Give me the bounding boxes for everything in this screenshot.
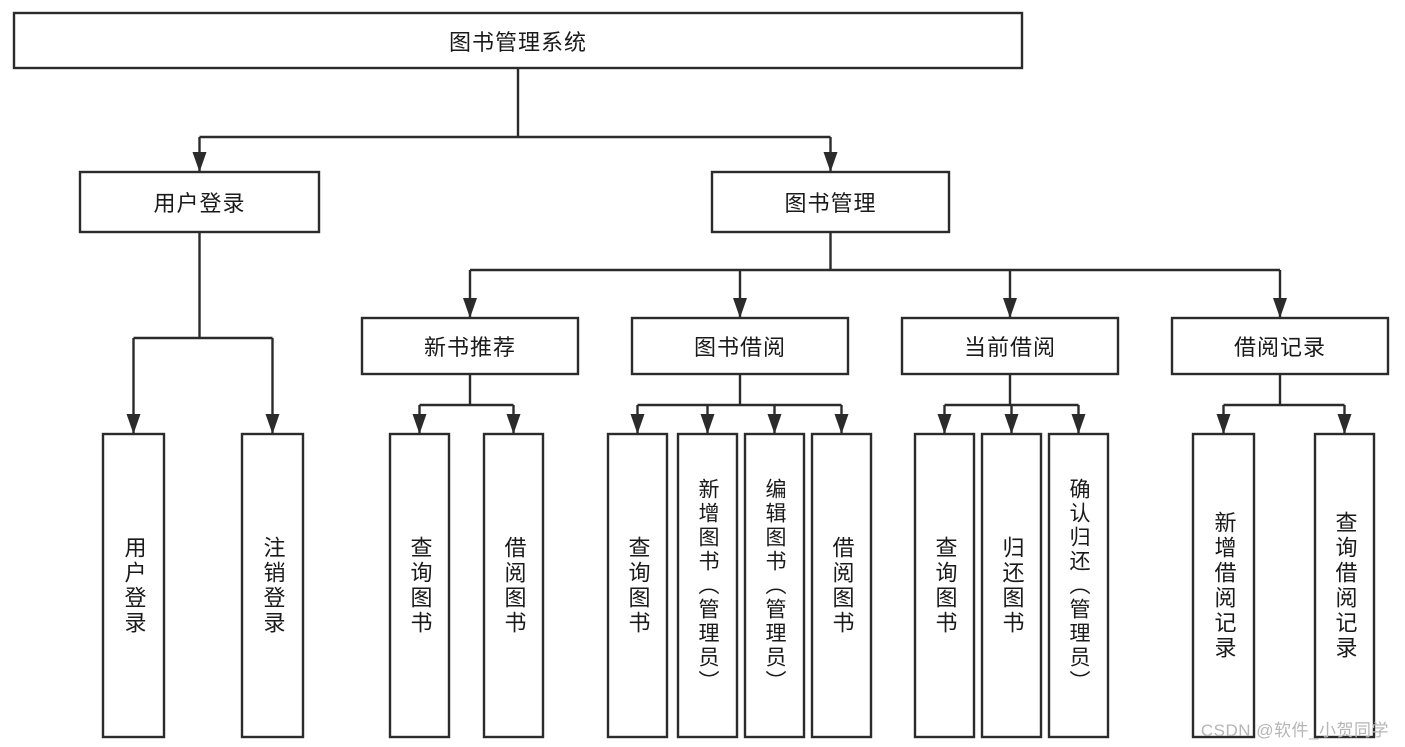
arrow-head-icon [767, 414, 782, 434]
node-box-new-book-recommend[interactable] [360, 316, 580, 376]
node-box-book-borrow[interactable] [630, 316, 850, 376]
arrow-head-icon [1216, 414, 1231, 434]
node-box-query-book-1[interactable] [388, 432, 451, 739]
arrow-head-icon [834, 414, 849, 434]
arrow-head-icon [1071, 414, 1086, 434]
node-box-user-login-do[interactable] [101, 432, 166, 739]
node-box-edit-book-admin[interactable] [743, 432, 806, 739]
arrow-head-icon [1273, 298, 1287, 318]
node-box-borrow-book-1[interactable] [482, 432, 545, 739]
arrow-head-icon [412, 414, 427, 434]
arrow-head-icon [733, 298, 747, 318]
arrow-head-icon [126, 414, 141, 434]
node-box-query-borrow-record[interactable] [1313, 432, 1376, 739]
node-box-user-logout[interactable] [240, 432, 305, 739]
arrow-head-icon [1337, 414, 1352, 434]
connectors-layer [126, 68, 1352, 434]
arrow-head-icon [1003, 298, 1017, 318]
node-box-borrow-book-2[interactable] [810, 432, 873, 739]
arrow-head-icon [630, 414, 645, 434]
node-box-query-book-2[interactable] [606, 432, 669, 739]
node-box-query-book-3[interactable] [913, 432, 976, 739]
arrow-head-icon [265, 414, 280, 434]
node-box-current-borrow[interactable] [900, 316, 1120, 376]
node-box-book-management[interactable] [710, 170, 951, 234]
node-box-add-borrow-record[interactable] [1191, 432, 1256, 739]
arrow-head-icon [1004, 414, 1019, 434]
node-box-borrow-record[interactable] [1170, 316, 1390, 376]
boxes-layer [12, 11, 1390, 739]
node-box-user-login[interactable] [78, 170, 321, 234]
arrow-head-icon [506, 414, 521, 434]
arrow-head-icon [463, 298, 477, 318]
arrow-head-icon [192, 152, 207, 172]
arrow-head-icon [937, 414, 952, 434]
arrow-head-icon [823, 152, 838, 172]
node-box-confirm-return-admin[interactable] [1047, 432, 1110, 739]
arrow-head-icon [700, 414, 715, 434]
node-box-return-book[interactable] [980, 432, 1043, 739]
node-box-add-book-admin[interactable] [676, 432, 739, 739]
node-box-root[interactable] [12, 11, 1024, 70]
watermark: CSDN @软件_小贺同学 [1200, 721, 1389, 740]
